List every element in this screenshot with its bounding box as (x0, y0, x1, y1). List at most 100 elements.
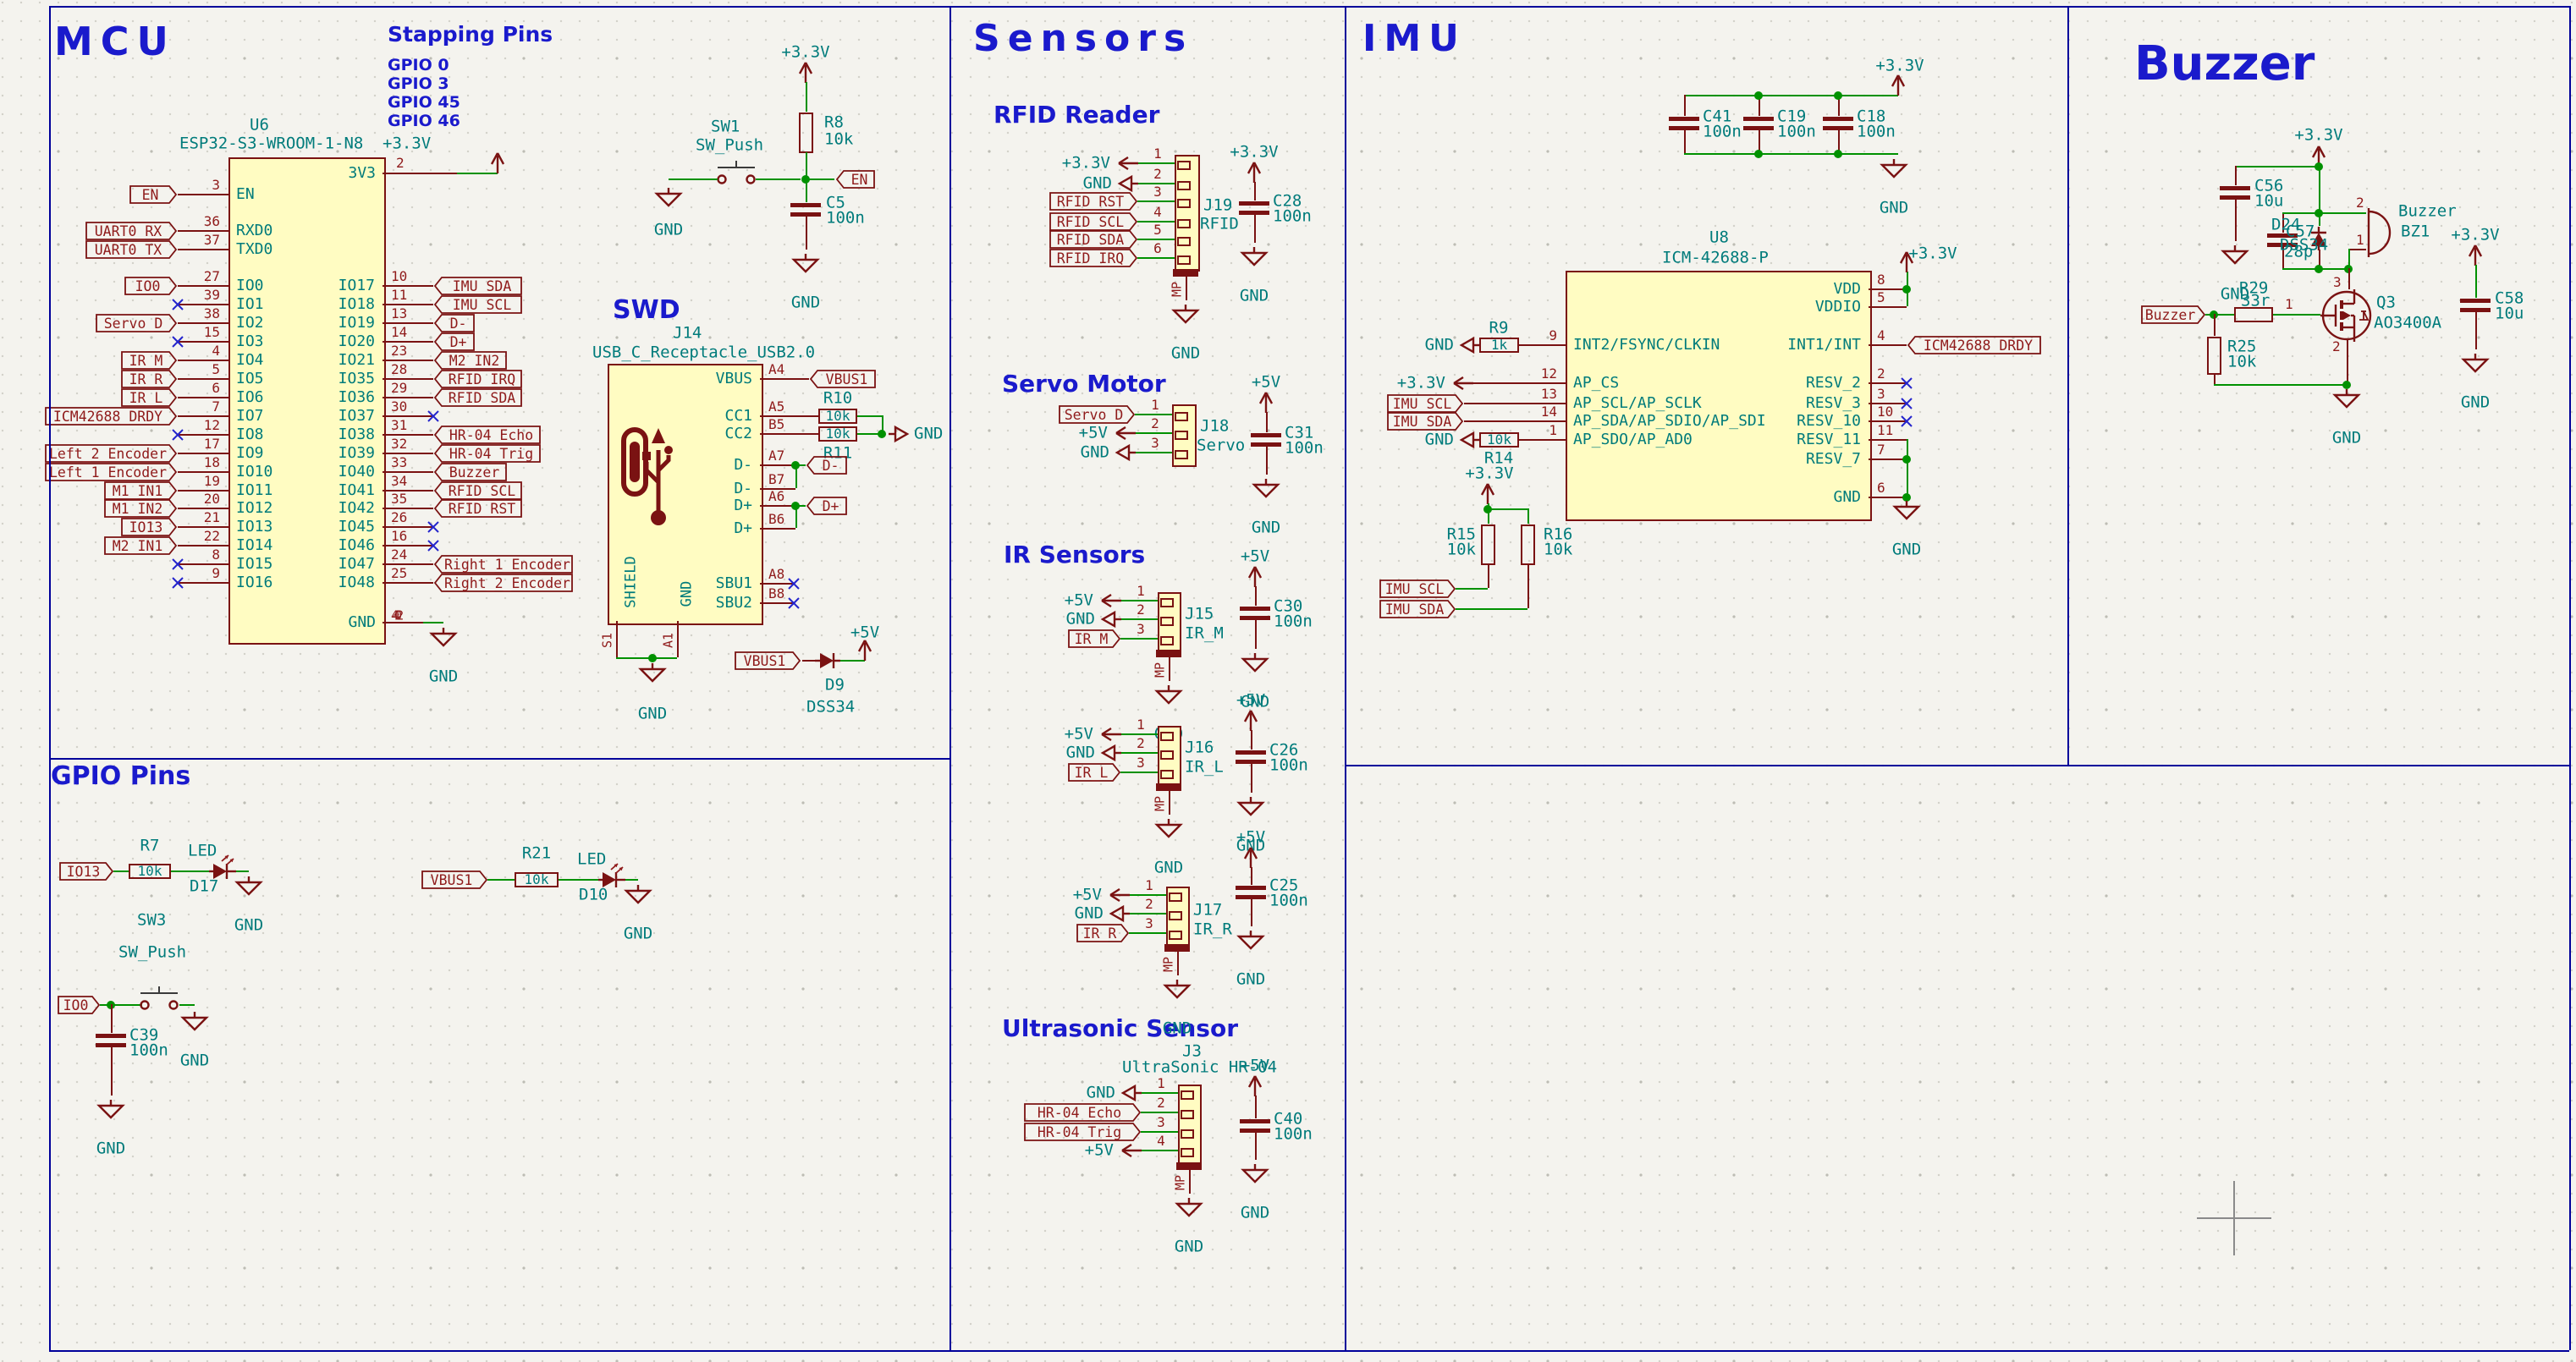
gnd-c30[interactable] (1241, 653, 1269, 673)
capacitor-C41[interactable] (1669, 117, 1699, 131)
gnd-j3-mp[interactable] (1175, 1198, 1203, 1218)
power-arrow-c58[interactable] (2464, 243, 2486, 266)
gnd-mcu[interactable] (429, 628, 458, 648)
capacitor-C39[interactable] (96, 1034, 126, 1048)
gnd-sw1[interactable] (654, 188, 683, 208)
flag-IR_M[interactable]: IR_M (1068, 629, 1121, 650)
flag-M2_IN1[interactable]: M2_IN1 (104, 536, 178, 557)
usbc-body[interactable] (608, 364, 763, 625)
gnd-j15-mp[interactable] (1154, 685, 1183, 706)
no-connect-x[interactable] (172, 429, 184, 441)
no-connect-x[interactable] (172, 558, 184, 570)
flag-IMU_SDA-pullup[interactable]: IMU_SDA (1379, 600, 1456, 620)
flag-HR-04_Trig[interactable]: HR-04_Trig (1024, 1123, 1142, 1143)
power-left-5v-j15[interactable] (1100, 592, 1122, 609)
gnd-c25[interactable] (1236, 931, 1265, 951)
flag-IR_R[interactable]: IR_R (1076, 924, 1130, 944)
power-arrow-imu-vdd[interactable] (1896, 250, 1918, 273)
flag-IMU_SCL[interactable]: IMU_SCL (1387, 394, 1464, 415)
capacitor-C57[interactable] (2267, 233, 2298, 248)
flag-IO13[interactable]: IO13 (59, 862, 114, 882)
no-connect-x[interactable] (427, 521, 439, 533)
power-arrow-3v3[interactable] (487, 151, 509, 174)
flag-RFID_SDA[interactable]: RFID_SDA (433, 388, 522, 409)
power-arrow-c26[interactable] (1240, 708, 1262, 732)
resistor-R16[interactable] (1521, 524, 1535, 565)
flag-RFID_RST[interactable]: RFID_RST (433, 499, 522, 519)
flag-IR_L[interactable]: IR_L (1068, 763, 1121, 783)
gnd-j16-mp[interactable] (1154, 819, 1183, 839)
flag-VBUS1-d10[interactable]: VBUS1 (421, 870, 488, 891)
buzzer-BZ1[interactable] (2366, 206, 2397, 259)
flag-D+[interactable]: D+ (433, 332, 475, 353)
no-connect-x[interactable] (1901, 398, 1913, 409)
power-arrow-5v-d9[interactable] (854, 638, 876, 662)
flag-M1_IN1[interactable]: M1_IN1 (104, 481, 178, 502)
gnd-usbc[interactable] (638, 663, 667, 684)
capacitor-C26[interactable] (1236, 750, 1266, 765)
no-connect-x[interactable] (172, 577, 184, 589)
gnd-c28[interactable] (1240, 247, 1269, 267)
capacitor-C5[interactable] (790, 203, 821, 217)
no-connect-x[interactable] (427, 540, 439, 552)
flag-Left_2_Encoder[interactable]: Left_2_Encoder (45, 444, 178, 464)
flag-Servo_D[interactable]: Servo_D (1059, 405, 1136, 426)
capacitor-C40[interactable] (1240, 1119, 1270, 1134)
resistor-R21[interactable]: 10k (515, 872, 559, 887)
mosfet-Q3[interactable] (2320, 289, 2373, 342)
gnd-left-j16[interactable] (1100, 744, 1122, 762)
flag-EN[interactable]: EN (129, 185, 178, 206)
flag-Servo_D[interactable]: Servo_D (96, 314, 178, 334)
flag-D-plus[interactable]: D+ (806, 497, 847, 517)
flag-ICM42688_DRDY[interactable]: ICM42688_DRDY (1907, 336, 2041, 356)
power-arrow-c40[interactable] (1244, 1074, 1266, 1097)
flag-VBUS1[interactable]: VBUS1 (809, 370, 876, 390)
power-arrow-pullups[interactable] (1477, 481, 1499, 505)
power-left-5v-j3[interactable] (1120, 1142, 1142, 1159)
gnd-d17[interactable] (234, 876, 263, 897)
power-left-3v3-imu[interactable] (1452, 375, 1474, 392)
gnd-left-j18[interactable] (1115, 443, 1137, 462)
flag-IO0[interactable]: IO0 (124, 277, 178, 297)
flag-Right_2_Encoder[interactable]: Right_2_Encoder (433, 574, 573, 594)
power-left-5v-j16[interactable] (1100, 726, 1122, 743)
gnd-d10[interactable] (624, 885, 652, 905)
connector-J19[interactable] (1175, 155, 1200, 272)
flag-HR-04_Trig[interactable]: HR-04_Trig (433, 444, 541, 464)
flag-RFID_RST[interactable]: RFID_RST (1049, 192, 1138, 212)
capacitor-C56[interactable] (2220, 186, 2250, 200)
switch-sw3[interactable] (135, 986, 183, 1010)
power-arrow-c25[interactable] (1240, 845, 1262, 869)
flag-ICM42688_DRDY[interactable]: ICM42688_DRDY (45, 407, 178, 427)
flag-M1_IN2[interactable]: M1_IN2 (104, 499, 178, 519)
capacitor-C28[interactable] (1239, 201, 1269, 216)
flag-IO13[interactable]: IO13 (121, 518, 178, 538)
no-connect-x[interactable] (172, 336, 184, 348)
power-arrow-c28[interactable] (1243, 160, 1265, 184)
no-connect-x[interactable] (1901, 377, 1913, 389)
resistor-R29[interactable] (2234, 307, 2273, 322)
flag-VBUS1-d9[interactable]: VBUS1 (735, 651, 801, 672)
flag-RFID_SCL[interactable]: RFID_SCL (433, 481, 522, 502)
no-connect-x[interactable] (427, 410, 439, 422)
power-left-5v-j17[interactable] (1109, 887, 1131, 903)
power-arrow-c30[interactable] (1244, 564, 1266, 588)
flag-M2_IN2[interactable]: M2_IN2 (433, 351, 507, 371)
flag-UART0_TX[interactable]: UART0_TX (85, 240, 178, 261)
resistor-R11[interactable]: 10k (818, 426, 857, 442)
gnd-j19-mp[interactable] (1171, 305, 1200, 325)
esp32-body[interactable] (228, 157, 386, 645)
flag-IMU_SDA[interactable]: IMU_SDA (433, 277, 522, 297)
no-connect-x[interactable] (172, 299, 184, 310)
gnd-j17-mp[interactable] (1163, 980, 1192, 1000)
flag-D-[interactable]: D- (433, 314, 475, 334)
diode-D9[interactable] (815, 651, 840, 670)
imu-body[interactable] (1566, 271, 1872, 521)
flag-UART0_RX[interactable]: UART0_RX (85, 222, 178, 242)
no-connect-x[interactable] (788, 578, 800, 590)
resistor-R15[interactable] (1481, 524, 1495, 565)
gnd-c5[interactable] (791, 254, 820, 274)
gnd-left-r14[interactable] (1459, 431, 1481, 449)
flag-Buzzer[interactable]: Buzzer (2141, 305, 2206, 326)
